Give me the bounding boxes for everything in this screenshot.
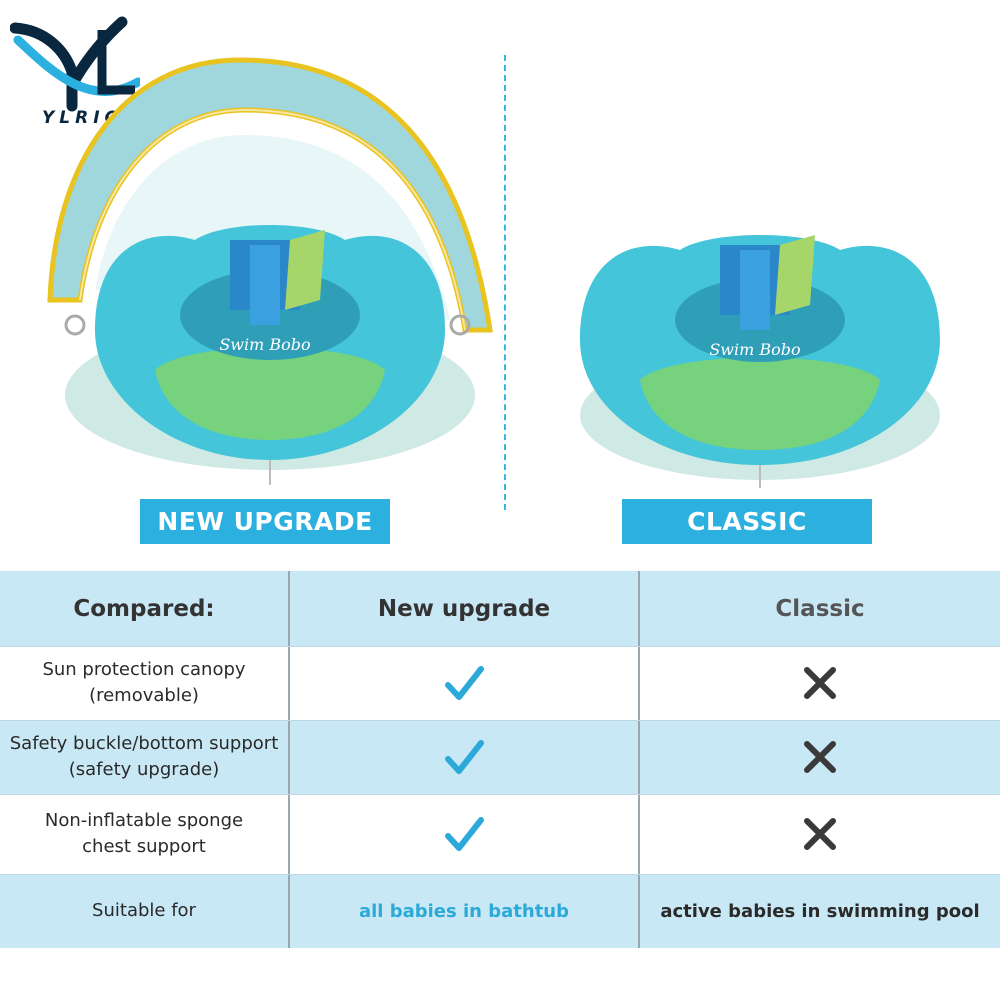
check-icon (445, 666, 484, 700)
header-compared: Compared: (73, 595, 215, 622)
comparison-table: Compared: New upgrade Classic Sun protec… (0, 571, 1000, 948)
feature-label: Safety buckle/bottom support(safety upgr… (9, 733, 279, 780)
product-divider (504, 55, 506, 510)
row-divider (0, 874, 1000, 875)
cross-icon (804, 667, 836, 699)
new-upgrade-float-image: Swim Bobo (47, 57, 493, 485)
header-classic: Classic (775, 595, 865, 622)
table-row: Safety buckle/bottom support(safety upgr… (0, 720, 1000, 794)
table-row: Sun protection canopy(removable) (0, 646, 1000, 720)
classic-float-text: Swim Bobo (709, 340, 800, 359)
suitable-new-upgrade: all babies in bathtub (358, 900, 570, 922)
check-icon (445, 817, 484, 851)
suitable-label: Suitable for (92, 900, 196, 921)
table-divider (638, 571, 640, 948)
header-new-upgrade: New upgrade (377, 595, 551, 622)
new-upgrade-label: NEW UPGRADE (140, 499, 390, 544)
suitable-classic: active babies in swimming pool (660, 900, 980, 922)
row-divider (0, 646, 1000, 647)
table-row-suitable: Suitable for all babies in bathtub activ… (0, 874, 1000, 948)
cross-icon (804, 741, 836, 773)
row-divider (0, 794, 1000, 795)
classic-label: CLASSIC (622, 499, 872, 544)
cross-icon (804, 818, 836, 850)
brand-logo-icon (10, 16, 140, 112)
classic-float-image: Swim Bobo (580, 235, 940, 488)
new-upgrade-float-text: Swim Bobo (219, 335, 310, 354)
table-divider (288, 571, 290, 948)
table-header-row: Compared: New upgrade Classic (0, 571, 1000, 646)
check-icon (445, 740, 484, 774)
row-divider (0, 720, 1000, 721)
brand-logo-text: YLRIC (42, 108, 123, 128)
feature-label: Sun protection canopy(removable) (42, 659, 246, 706)
